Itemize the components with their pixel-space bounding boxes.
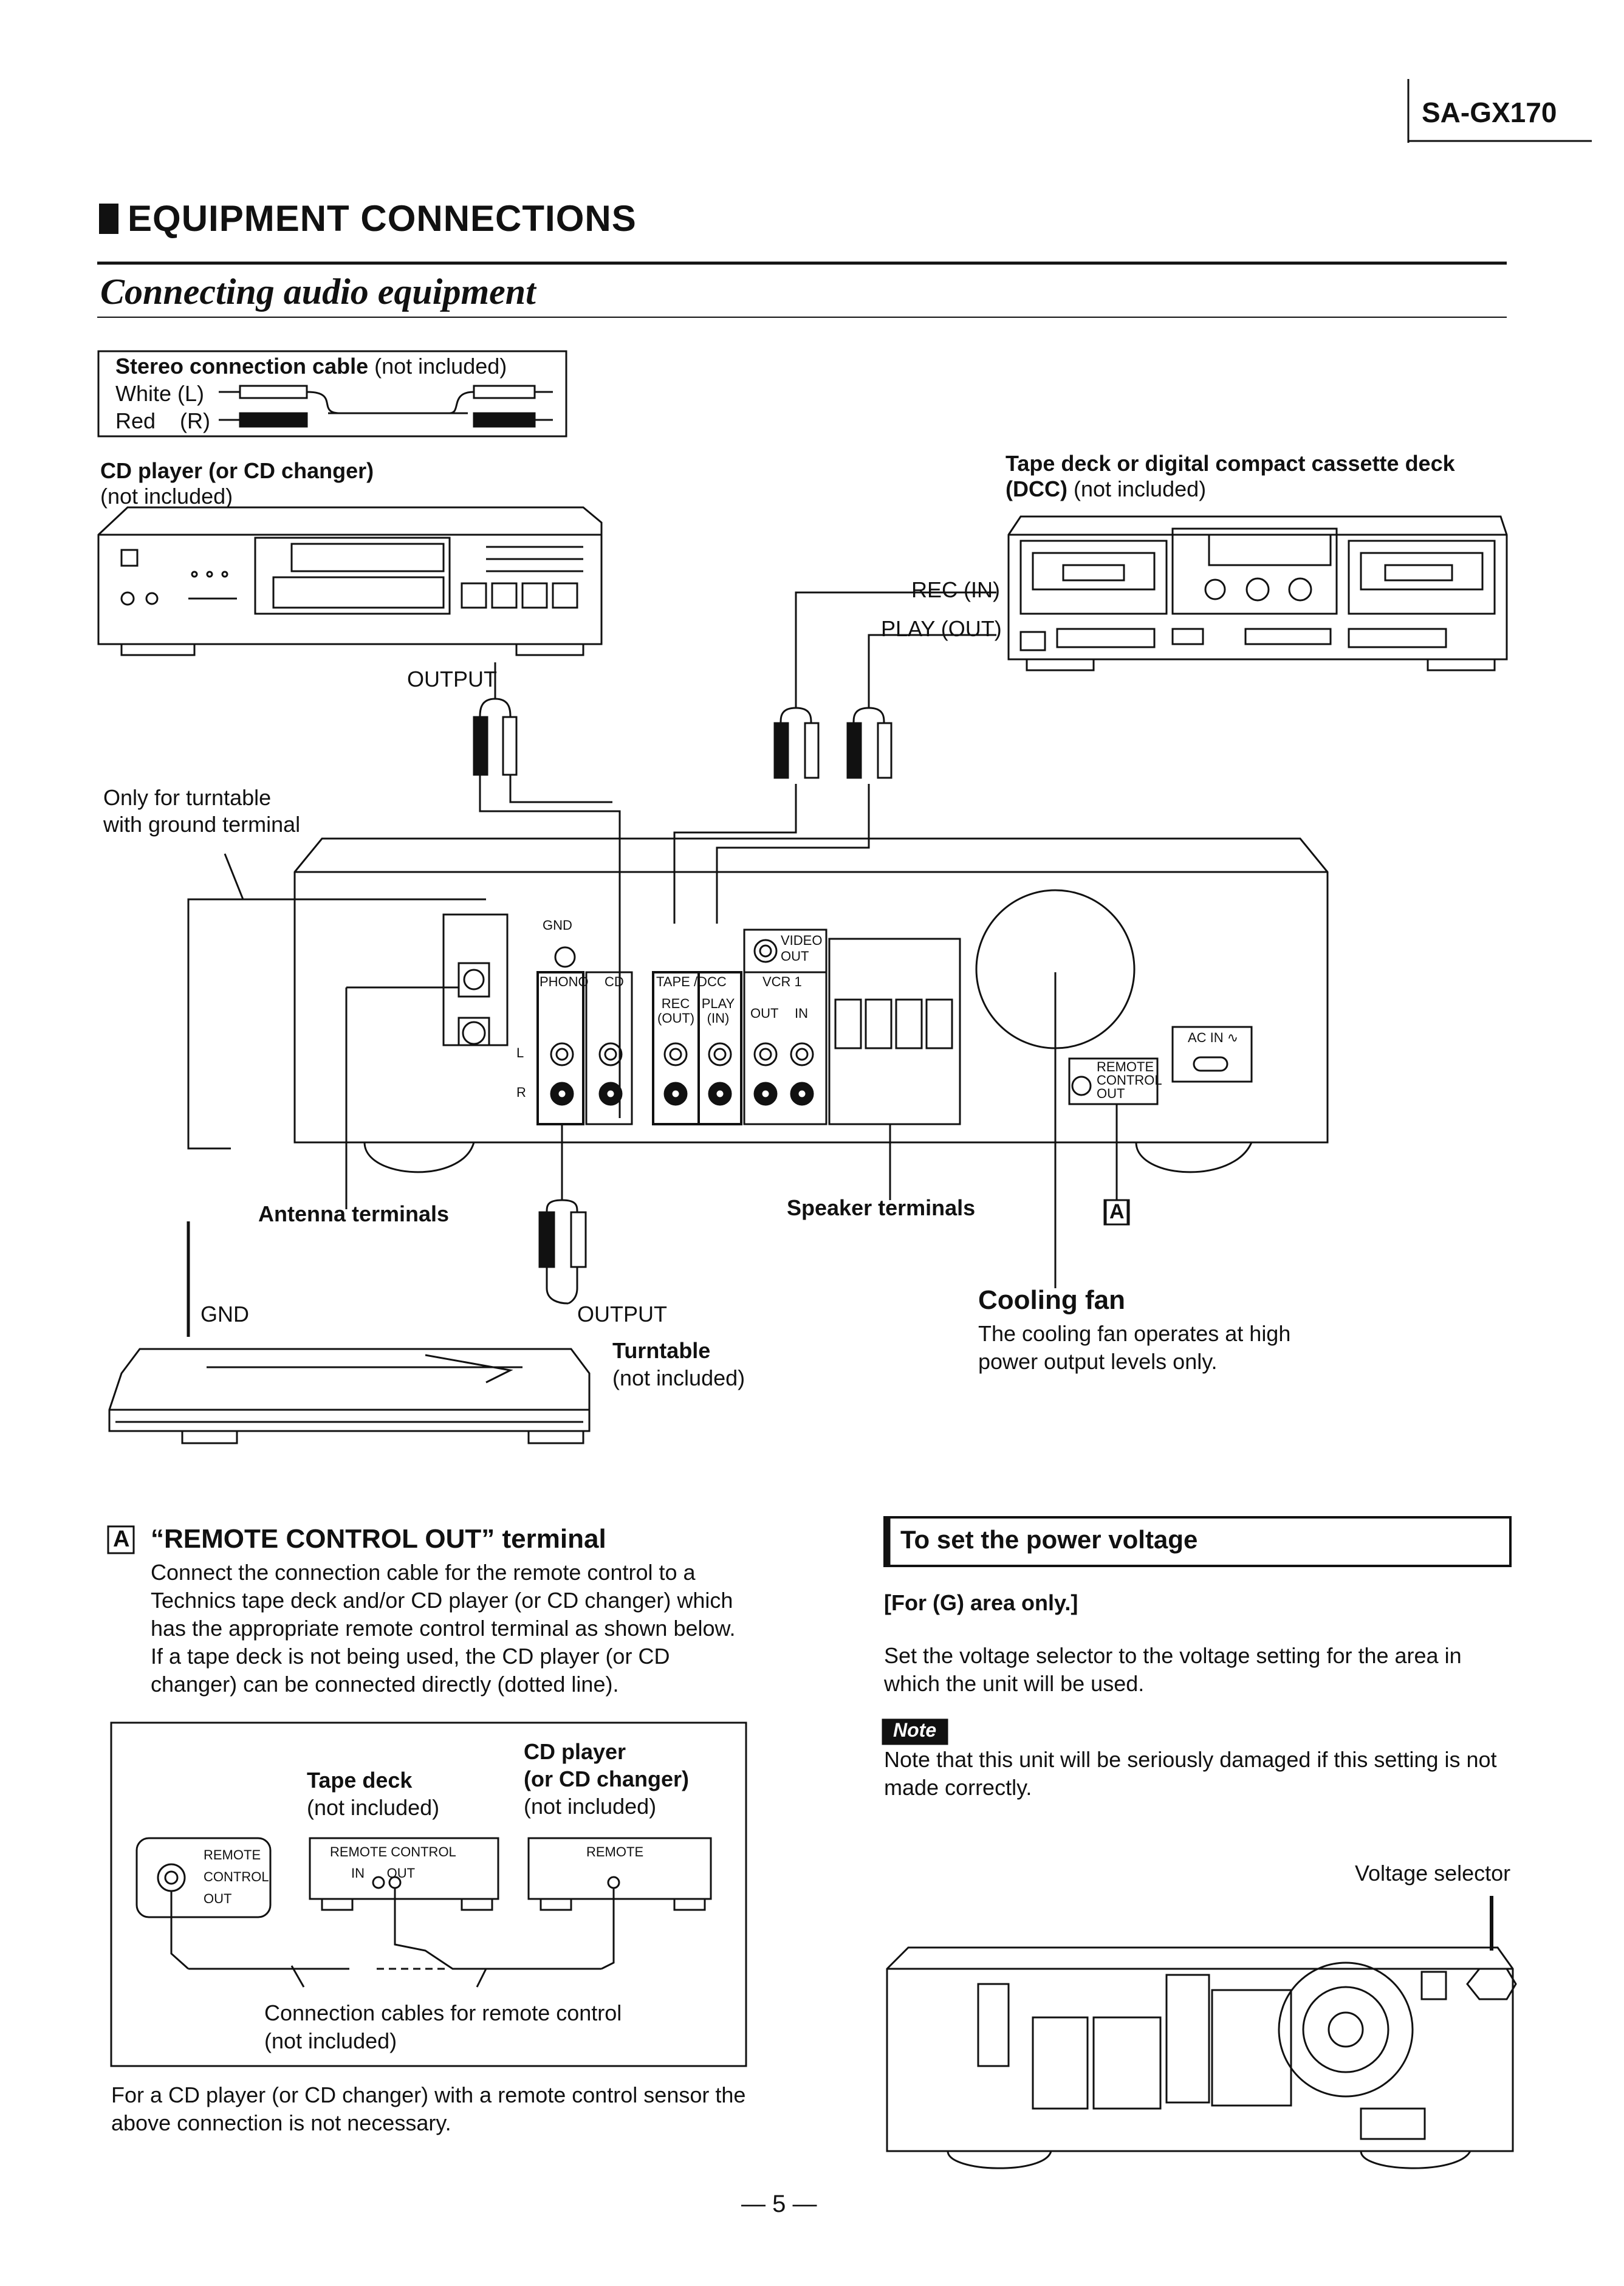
panel-in-label: IN bbox=[795, 1006, 808, 1021]
turntable-drawing bbox=[108, 1348, 591, 1444]
play-out-label: PLAY (OUT) bbox=[881, 616, 1002, 641]
speaker-terminals-label: Speaker terminals bbox=[787, 1195, 976, 1220]
note-label: Note bbox=[893, 1719, 937, 1741]
marker-a-small-box bbox=[1103, 1199, 1130, 1226]
panel-tape-label: TAPE /DCC bbox=[656, 974, 727, 989]
remote-tape-title: Tape deck bbox=[307, 1768, 413, 1793]
cooling-fan-title: Cooling fan bbox=[978, 1285, 1125, 1315]
cable-title-bold: Stereo connection cable bbox=[115, 354, 369, 379]
panel-l-label: L bbox=[516, 1045, 524, 1060]
cable-plug-white bbox=[219, 385, 341, 414]
turntable-title: Turntable bbox=[612, 1338, 711, 1363]
remote-section-title: “REMOTE CONTROL OUT” terminal bbox=[151, 1524, 606, 1554]
amplifier-rear-panel-drawing bbox=[293, 837, 1329, 1288]
panel-video-out-label: VIDEO OUT bbox=[781, 933, 823, 964]
turntable-note: (not included) bbox=[612, 1365, 745, 1390]
tape-deck-drawing bbox=[1007, 515, 1508, 671]
antenna-terminals-label: Antenna terminals bbox=[258, 1201, 450, 1226]
remote-cd-title2: (or CD changer) bbox=[524, 1766, 690, 1791]
marker-a-box bbox=[107, 1525, 135, 1554]
ground-note-line1: Only for turntable bbox=[103, 785, 272, 810]
remote-out-line3: OUT bbox=[204, 1891, 232, 1906]
section-subtitle: Connecting audio equipment bbox=[100, 272, 536, 312]
cd-player-title: CD player (or CD changer) bbox=[100, 458, 374, 483]
voltage-line1: Set the voltage selector to the voltage … bbox=[884, 1643, 1462, 1668]
remote-footer-line1: For a CD player (or CD changer) with a r… bbox=[111, 2082, 746, 2107]
panel-out-label: OUT bbox=[750, 1006, 779, 1021]
panel-play-in-label: PLAY (IN) bbox=[701, 996, 735, 1026]
ground-note-line2: with ground terminal bbox=[103, 812, 301, 837]
cd-output-label: OUTPUT bbox=[407, 667, 497, 692]
cable-white-label: White (L) bbox=[115, 381, 205, 406]
panel-ac-in-label: AC IN ∿ bbox=[1188, 1030, 1239, 1045]
page-number: — 5 — bbox=[741, 2191, 817, 2217]
voltage-note1: Note that this unit will be seriously da… bbox=[884, 1747, 1497, 1772]
cable-red-label: Red (R) bbox=[115, 408, 211, 433]
cd-remote-panel-label: REMOTE bbox=[586, 1844, 644, 1859]
cd-player-drawing bbox=[97, 506, 603, 656]
remote-line-1: Connect the connection cable for the rem… bbox=[151, 1560, 696, 1585]
section-title: EQUIPMENT CONNECTIONS bbox=[128, 198, 637, 239]
remote-line-3: has the appropriate remote control termi… bbox=[151, 1616, 736, 1641]
remote-cd-note: (not included) bbox=[524, 1794, 657, 1819]
panel-r-label: R bbox=[516, 1085, 526, 1100]
remote-tape-note: (not included) bbox=[307, 1795, 440, 1820]
cooling-fan-line1: The cooling fan operates at high bbox=[978, 1321, 1291, 1346]
section-bullet bbox=[99, 204, 118, 234]
remote-out-box-label: REMOTE CONTROL OUT bbox=[204, 1844, 269, 1910]
tape-deck-dcc: (DCC) (not included) bbox=[1006, 475, 1206, 503]
cable-box-title: Stereo connection cable (not included) bbox=[115, 352, 507, 380]
cable-title-rest: (not included) bbox=[374, 354, 507, 379]
remote-cd-title1: CD player bbox=[524, 1739, 626, 1764]
panel-vcr-label: VCR 1 bbox=[762, 974, 802, 989]
panel-rec-out-label: REC (OUT) bbox=[657, 996, 695, 1026]
tape-remote-panel-label: REMOTE CONTROL bbox=[330, 1844, 456, 1859]
gnd-label: GND bbox=[200, 1302, 249, 1327]
voltage-area: [For (G) area only.] bbox=[884, 1590, 1078, 1615]
a-marker-small: A bbox=[1109, 1200, 1125, 1223]
remote-out-line1: REMOTE bbox=[204, 1847, 261, 1862]
voltage-panel-drawing bbox=[886, 1946, 1517, 2169]
remote-section-marker: A bbox=[113, 1526, 130, 1552]
remote-out-line2: CONTROL bbox=[204, 1869, 269, 1884]
panel-cd-label: CD bbox=[605, 974, 624, 989]
panel-gnd-label: GND bbox=[543, 918, 572, 933]
remote-line-4: If a tape deck is not being used, the CD… bbox=[151, 1644, 670, 1669]
voltage-line2: which the unit will be used. bbox=[884, 1671, 1145, 1696]
tape-deck-dcc-rest: (not included) bbox=[1074, 476, 1207, 501]
tape-deck-title: Tape deck or digital compact cassette de… bbox=[1006, 451, 1455, 476]
rec-in-label: REC (IN) bbox=[911, 577, 1000, 602]
turntable-output-label: OUTPUT bbox=[577, 1302, 667, 1327]
tape-deck-dcc-bold: (DCC) bbox=[1006, 476, 1067, 501]
voltage-title: To set the power voltage bbox=[900, 1525, 1198, 1554]
panel-remote-out-label: REMOTE CONTROL OUT bbox=[1097, 1059, 1162, 1101]
voltage-note2: made correctly. bbox=[884, 1775, 1032, 1800]
remote-line-2: Technics tape deck and/or CD player (or … bbox=[151, 1588, 733, 1613]
voltage-selector-label: Voltage selector bbox=[1355, 1861, 1511, 1886]
tape-remote-in-out-label: IN OUT bbox=[351, 1866, 416, 1881]
cd-player-note: (not included) bbox=[100, 484, 233, 509]
cable-plug-red bbox=[219, 412, 308, 428]
cooling-fan-line2: power output levels only. bbox=[978, 1349, 1218, 1374]
remote-caption1: Connection cables for remote control bbox=[264, 2000, 622, 2025]
remote-footer-line2: above connection is not necessary. bbox=[111, 2110, 451, 2135]
remote-line-5: changer) can be connected directly (dott… bbox=[151, 1672, 619, 1697]
model-number: SA-GX170 bbox=[1422, 97, 1557, 128]
remote-caption2: (not included) bbox=[264, 2028, 397, 2053]
panel-phono-label: PHONO bbox=[540, 974, 589, 989]
